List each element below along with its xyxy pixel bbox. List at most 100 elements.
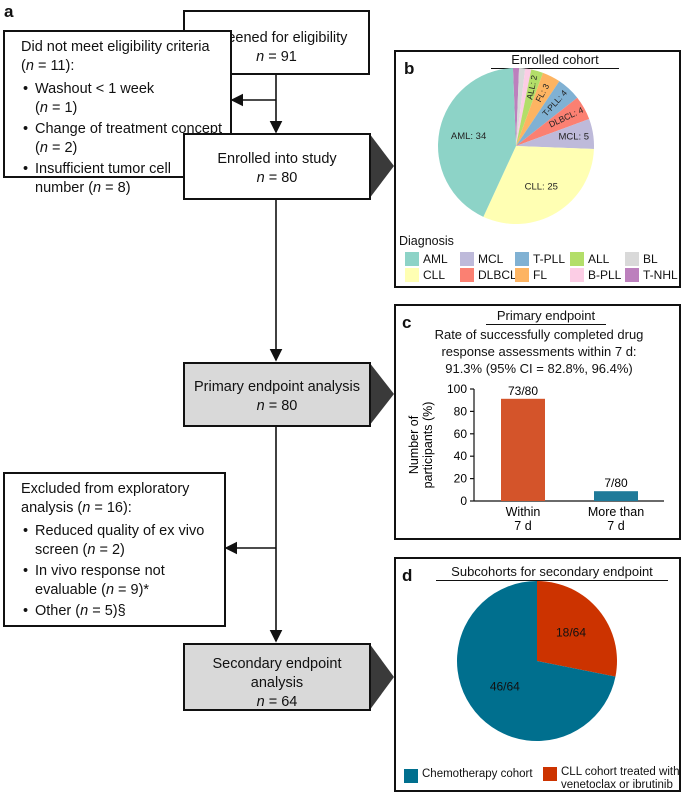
- legend-item-b-pll: B-PLL: [570, 268, 621, 282]
- primary-box: Primary endpoint analysis n = 80: [183, 362, 371, 427]
- exclusion-item-n: n: [80, 603, 89, 619]
- pie-slice-bl: [516, 68, 526, 146]
- eligibility-exclusion-title-n: n: [25, 58, 34, 74]
- legend-swatch: [515, 268, 529, 282]
- bar-0: [501, 398, 545, 501]
- legend-swatch: [625, 252, 639, 266]
- legend-label: T-PLL: [533, 252, 566, 266]
- legend-swatch: [405, 268, 419, 282]
- pie-slice-label: 46/64: [490, 680, 520, 694]
- legend-label: DLBCL: [478, 268, 517, 282]
- exclusion-item-text: Reduced quality of ex vivo screen (: [35, 523, 205, 558]
- legend-label: BL: [643, 252, 658, 266]
- exclusion-item-text: Insufficient tumor cell number (: [35, 161, 171, 196]
- y-tick-label: 80: [454, 404, 468, 418]
- panel-c-letter: c: [402, 313, 412, 332]
- enrolled-n-symbol: n: [256, 170, 265, 186]
- screened-n-symbol: n: [256, 49, 265, 65]
- pie-slice-label: AML: 34: [451, 131, 486, 142]
- legend-label: AML: [423, 252, 448, 266]
- primary-n-value: = 80: [264, 398, 298, 414]
- pie-slice-aml: [438, 68, 516, 217]
- primary-n-symbol: n: [256, 398, 265, 414]
- y-tick-label: 40: [454, 449, 468, 463]
- legend-item-mcl: MCL: [460, 252, 503, 266]
- pie-slice-all: [516, 69, 543, 146]
- exclusion-item: Other (n = 5)§: [23, 602, 216, 621]
- secondary-pointer: [369, 643, 394, 711]
- legend-swatch: [570, 268, 584, 282]
- screened-n-value: = 91: [264, 49, 297, 65]
- exclusion-item-n: n: [39, 140, 48, 156]
- pie-slice-cll: [483, 146, 594, 225]
- exploratory-exclusion-title: Excluded from exploratory analysis (: [21, 481, 190, 516]
- exploratory-exclusion-title-tail: = 16):: [90, 500, 132, 516]
- exclusion-item-count: = 9)*: [114, 582, 150, 598]
- y-tick-label: 100: [447, 382, 467, 396]
- legend-label: ALL: [588, 252, 610, 266]
- secondary-label: Secondary endpoint analysis: [212, 656, 342, 691]
- panel-d-letter: d: [402, 566, 413, 585]
- exclusion-item-n-open: (: [35, 100, 40, 116]
- eligibility-exclusion-title: Did not meet eligibility criteria (: [21, 39, 210, 74]
- enrolled-n-value: = 80: [264, 170, 298, 186]
- exclusion-item-count: = 2): [47, 140, 78, 156]
- pie-slice-t-pll: [516, 81, 578, 146]
- legend-swatch: [460, 268, 474, 282]
- subcohort-pie: 18/64 46/64: [457, 581, 617, 741]
- pie-slice-label: 18/64: [556, 625, 586, 639]
- diagnosis-legend-title: Diagnosis: [399, 234, 454, 248]
- subtitle-line: Rate of successfully completed drug: [434, 327, 644, 342]
- exclusion-item-count: = 8): [101, 180, 131, 196]
- subcohort-legend-item: Chemotherapy cohort: [404, 768, 533, 783]
- exclusion-item-n: n: [93, 180, 102, 196]
- legend-swatch: [625, 268, 639, 282]
- eligibility-exclusion-title-tail: = 11):: [33, 58, 75, 74]
- exclusion-item-text: Change of treatment concept (: [35, 121, 223, 156]
- exclusion-item-n: n: [105, 582, 115, 598]
- exploratory-exclusion-title-n: n: [82, 500, 91, 516]
- legend-item-aml: AML: [405, 252, 448, 266]
- exclusion-item-count: = 1): [47, 100, 78, 116]
- secondary-box: Secondary endpoint analysis n = 64: [183, 643, 371, 711]
- legend-item-bl: BL: [625, 252, 658, 266]
- exclusion-item-text: Washout < 1 week: [35, 81, 155, 97]
- legend-swatch: [405, 252, 419, 266]
- exclusion-item-text: In vivo response not evaluable (: [35, 563, 165, 598]
- legend-swatch: [515, 252, 529, 266]
- legend-swatch: [543, 767, 557, 781]
- legend-label: CLL: [423, 268, 446, 282]
- enrolled-box: Enrolled into study n = 80: [183, 133, 371, 200]
- pie-slice-0: [537, 581, 617, 677]
- exclusion-item: Change of treatment concept (n = 2): [23, 120, 223, 158]
- eligibility-exclusion-box: Did not meet eligibility criteria (n = 1…: [3, 30, 232, 196]
- pie-slice-dlbcl: [516, 97, 590, 146]
- panel-c-title: Primary endpoint: [486, 308, 606, 325]
- exclusion-item: Insufficient tumor cell number (n = 8): [23, 160, 222, 198]
- pie-slice-b-pll: [516, 68, 532, 146]
- pie-slice-1: [457, 581, 616, 741]
- y-axis-label: Number ofparticipants (%): [407, 402, 435, 489]
- subtitle-line: 91.3% (95% CI = 82.8%, 96.4%): [445, 361, 633, 376]
- panel-c-subtitle: Rate of successfully completed drug resp…: [404, 326, 674, 377]
- exclusion-item-text: Other (: [35, 603, 81, 619]
- secondary-n-symbol: n: [256, 694, 265, 710]
- legend-item-all: ALL: [570, 252, 609, 266]
- panel-a-letter: a: [4, 2, 14, 21]
- legend-item-dlbcl: DLBCL: [460, 268, 517, 282]
- bar-1: [594, 491, 638, 501]
- bar-data-label: 73/80: [508, 384, 538, 398]
- legend-label: MCL: [478, 252, 504, 266]
- pie-slice-label: CLL: 25: [525, 182, 558, 193]
- pie-slice-mcl: [516, 119, 594, 150]
- screened-label: Screened for eligibility: [205, 30, 348, 46]
- exploratory-exclusion-box: Excluded from exploratory analysis (n = …: [3, 472, 226, 627]
- legend-label: Chemotherapy cohort: [422, 768, 533, 780]
- y-tick-label: 0: [460, 494, 467, 508]
